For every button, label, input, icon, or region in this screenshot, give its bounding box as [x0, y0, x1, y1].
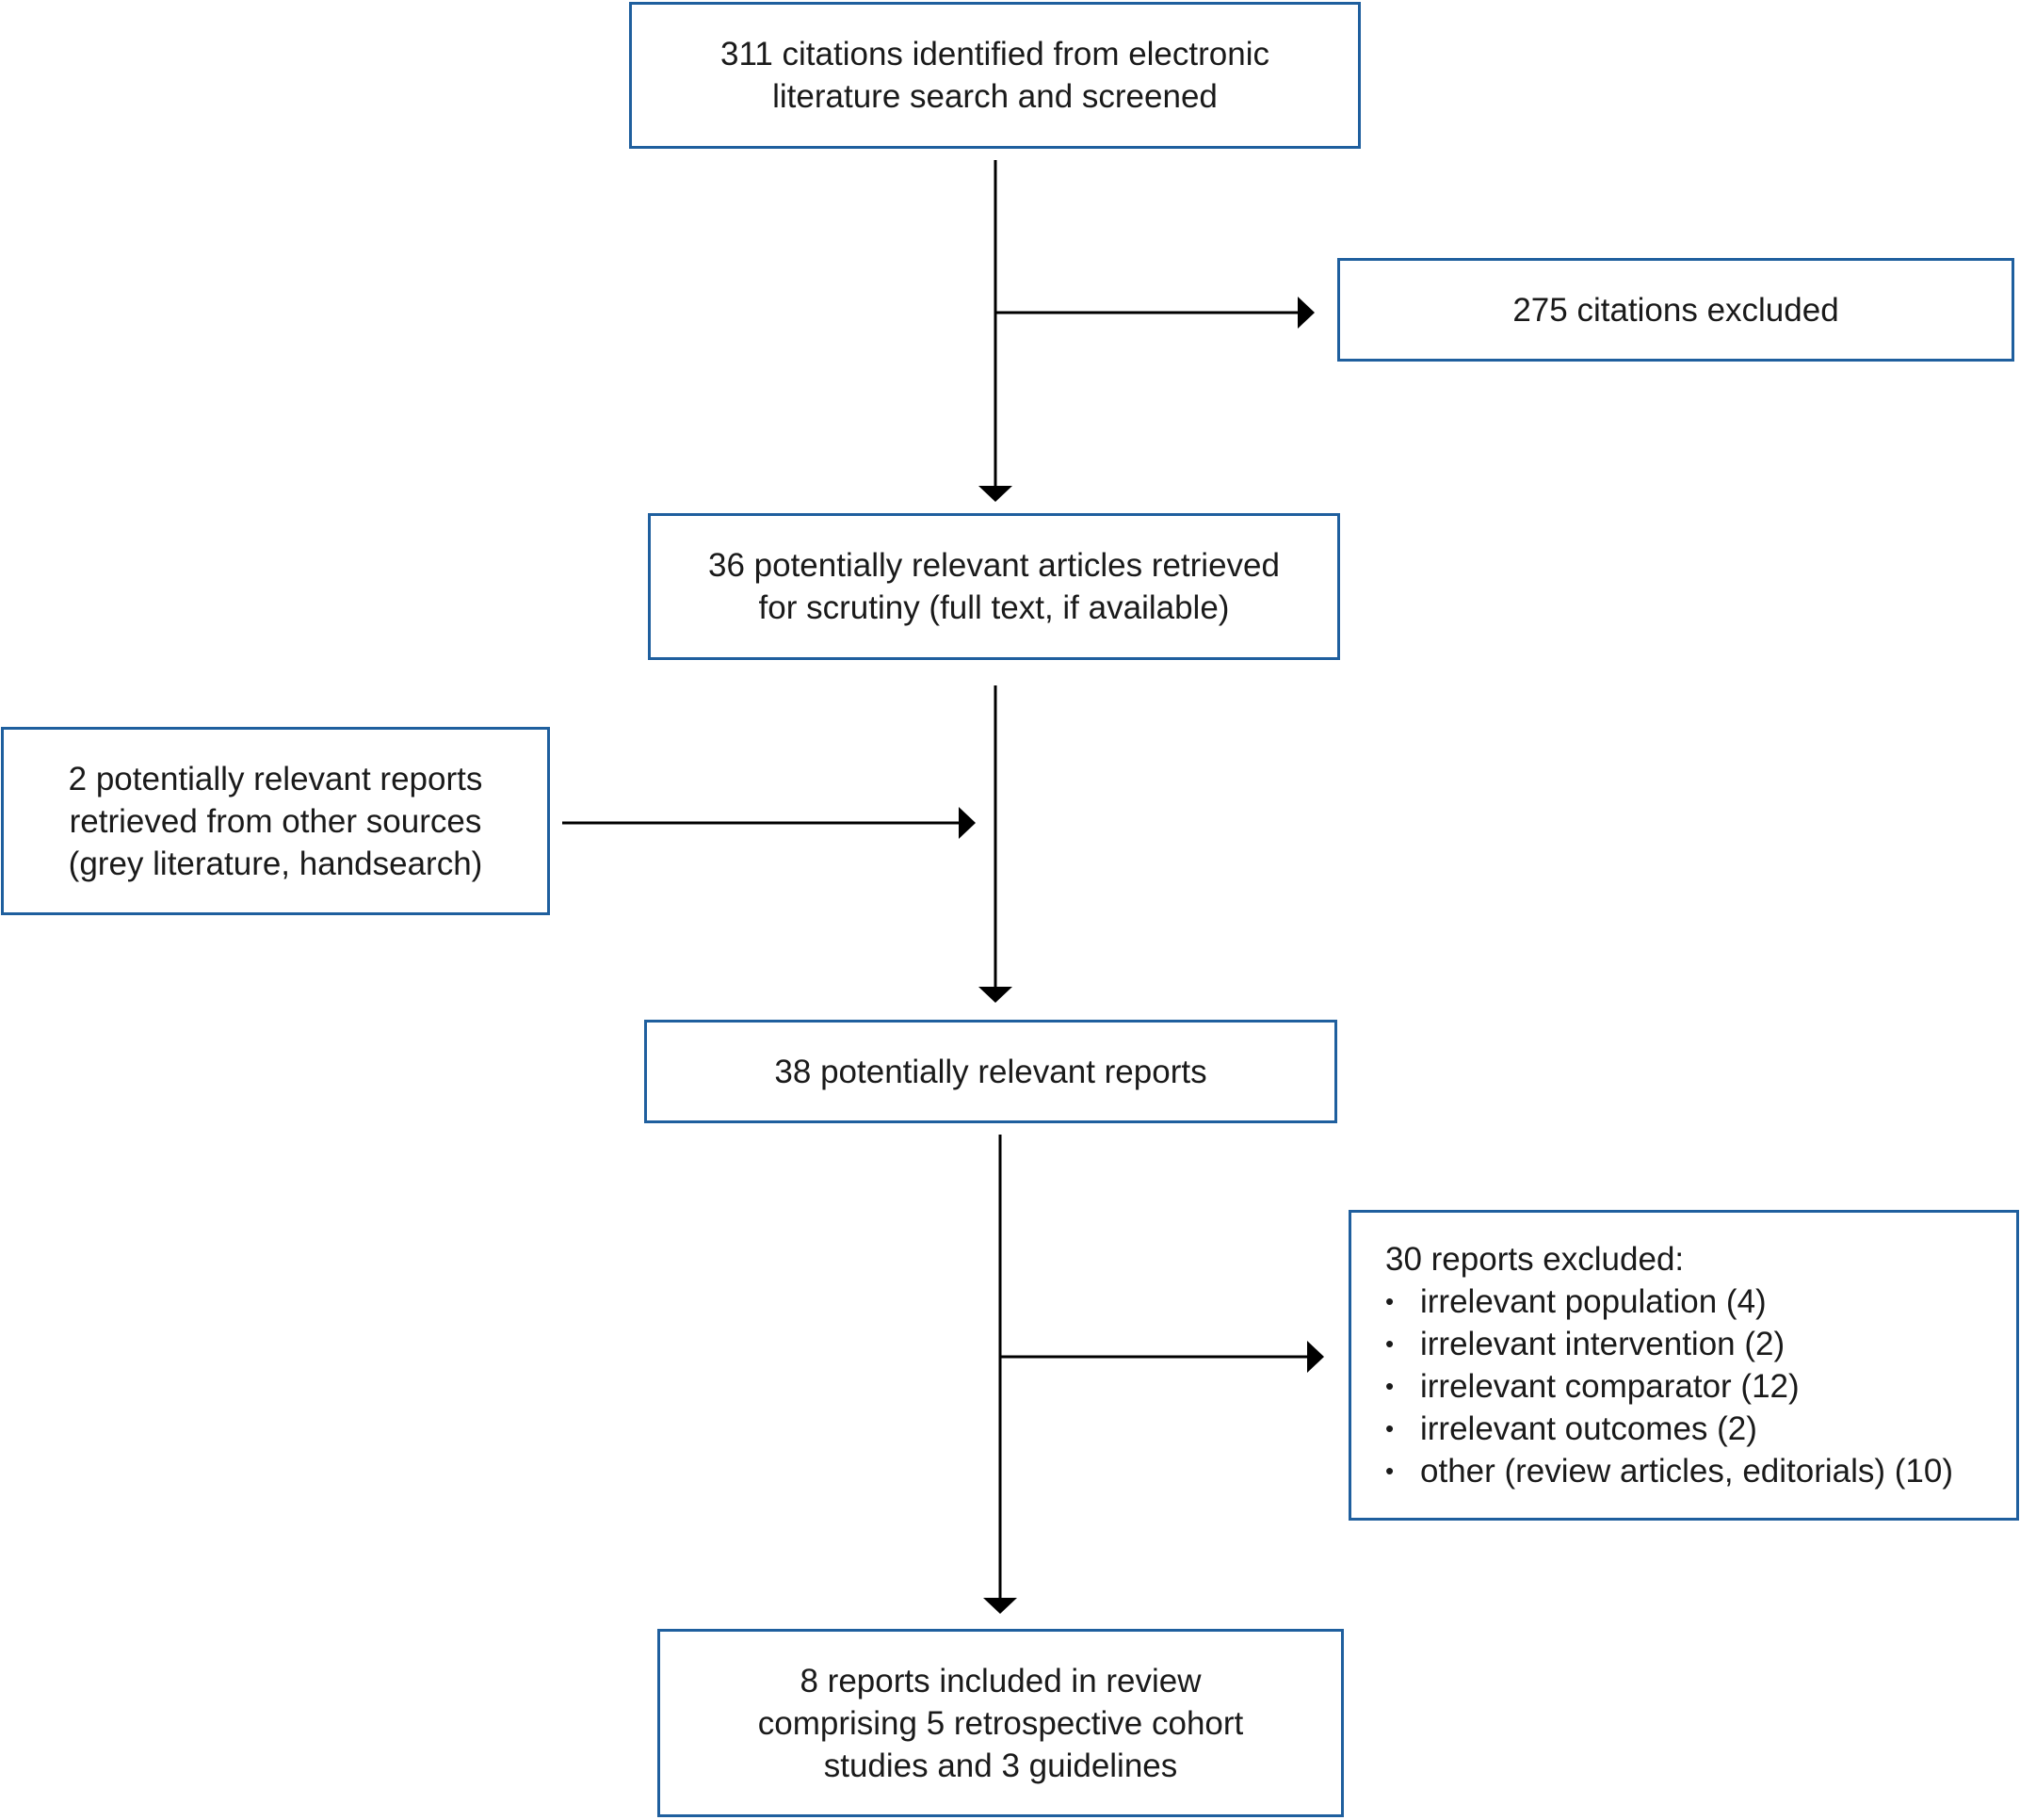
excluded-reports-box: 30 reports excluded: irrelevant populati… — [1349, 1210, 2019, 1521]
box-text-line: 36 potentially relevant articles retriev… — [708, 547, 1280, 584]
box-text-line: 8 reports included in review — [800, 1662, 1202, 1699]
box-text-line: 38 potentially relevant reports — [774, 1053, 1207, 1090]
arrowhead-down-relevant — [978, 987, 1012, 1003]
list-item: irrelevant comparator (12) — [1385, 1365, 1953, 1408]
box-text-line: (grey literature, handsearch) — [68, 845, 483, 882]
box-text-line: 311 citations identified from electronic — [720, 36, 1269, 72]
box-text-line: for scrutiny (full text, if available) — [758, 589, 1230, 626]
arrowhead-right-excluded-reports — [1307, 1341, 1324, 1373]
retrieved-articles-box: 36 potentially relevant articles retriev… — [648, 513, 1340, 660]
list-item: irrelevant population (4) — [1385, 1280, 1953, 1323]
list-item: irrelevant outcomes (2) — [1385, 1408, 1953, 1450]
box-text-line: comprising 5 retrospective cohort — [757, 1704, 1244, 1742]
list-item: irrelevant intervention (2) — [1385, 1323, 1953, 1365]
box-text-line: literature search and screened — [772, 78, 1218, 115]
other-sources-box: 2 potentially relevant reports retrieved… — [1, 727, 550, 915]
box-text-line: 2 potentially relevant reports — [68, 760, 483, 797]
relevant-reports-box: 38 potentially relevant reports — [644, 1020, 1337, 1123]
box-text-line: studies and 3 guidelines — [823, 1747, 1178, 1784]
arrowhead-right-other-sources — [959, 807, 976, 839]
box-text-line: retrieved from other sources — [69, 802, 482, 840]
arrowhead-down-retrieved — [978, 486, 1012, 502]
excluded-citations-box: 275 citations excluded — [1337, 258, 2014, 362]
identified-citations-box: 311 citations identified from electronic… — [629, 2, 1361, 149]
arrowhead-down-included — [983, 1598, 1017, 1614]
box-text-line: 275 citations excluded — [1512, 291, 1839, 329]
exclusion-reasons-list: irrelevant population (4) irrelevant int… — [1385, 1280, 1953, 1492]
arrowhead-right-excluded-citations — [1298, 297, 1315, 329]
list-item: other (review articles, editorials) (10) — [1385, 1450, 1953, 1492]
excluded-reports-heading: 30 reports excluded: — [1385, 1241, 1685, 1278]
included-reports-box: 8 reports included in review comprising … — [657, 1629, 1344, 1817]
